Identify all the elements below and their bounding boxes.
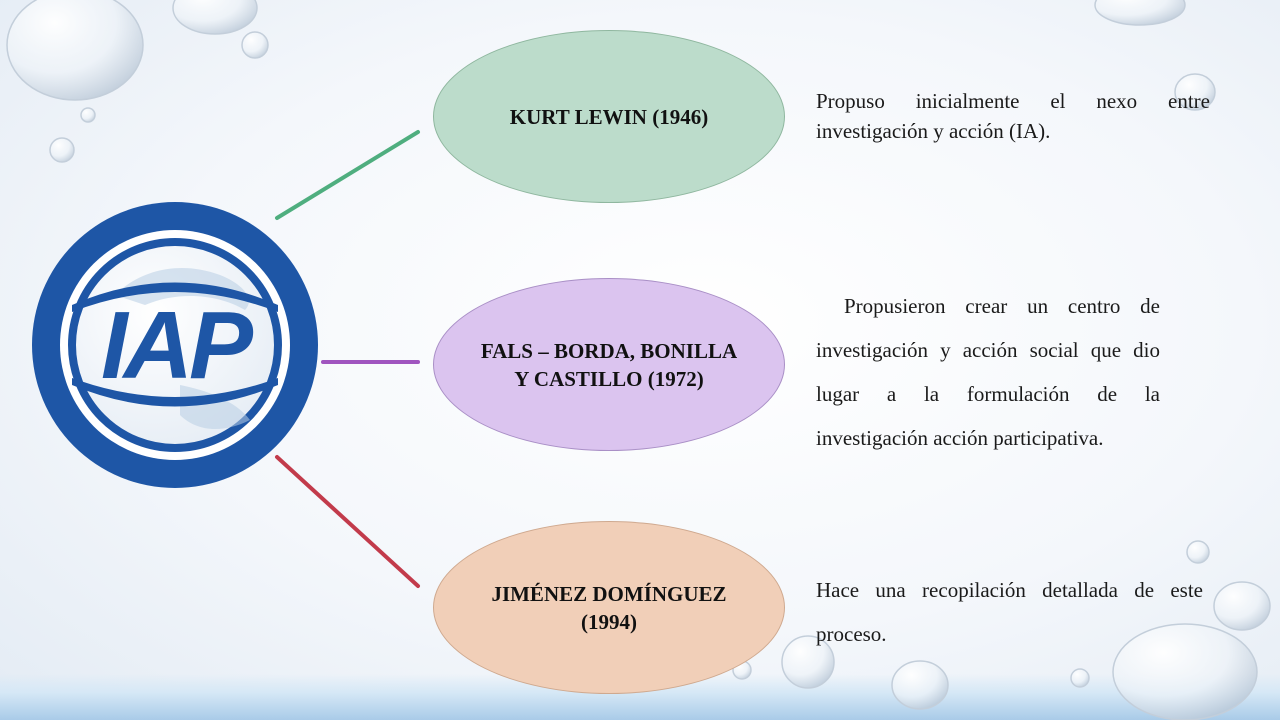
description-jimenez-dominguez: Hace una recopilación detallada de este … bbox=[816, 578, 1203, 646]
node-fals-borda: FALS – BORDA, BONILLA Y CASTILLO (1972) bbox=[433, 278, 785, 451]
node-label: FALS – BORDA, BONILLA Y CASTILLO (1972) bbox=[480, 338, 738, 391]
iap-logo: IAP bbox=[32, 202, 318, 488]
node-label: JIMÉNEZ DOMÍNGUEZ (1994) bbox=[491, 581, 727, 634]
connector-line-3 bbox=[275, 455, 420, 588]
connector-line-1 bbox=[275, 130, 420, 220]
description-fals-borda: Propusieron crear un centro de investiga… bbox=[816, 294, 1160, 450]
node-jimenez-dominguez: JIMÉNEZ DOMÍNGUEZ (1994) bbox=[433, 521, 785, 694]
node-label: KURT LEWIN (1946) bbox=[509, 104, 709, 129]
logo-text: IAP bbox=[101, 292, 254, 399]
description-kurt-lewin: Propuso inicialmente el nexo entre inves… bbox=[816, 89, 1210, 143]
node-kurt-lewin: KURT LEWIN (1946) bbox=[433, 30, 785, 203]
